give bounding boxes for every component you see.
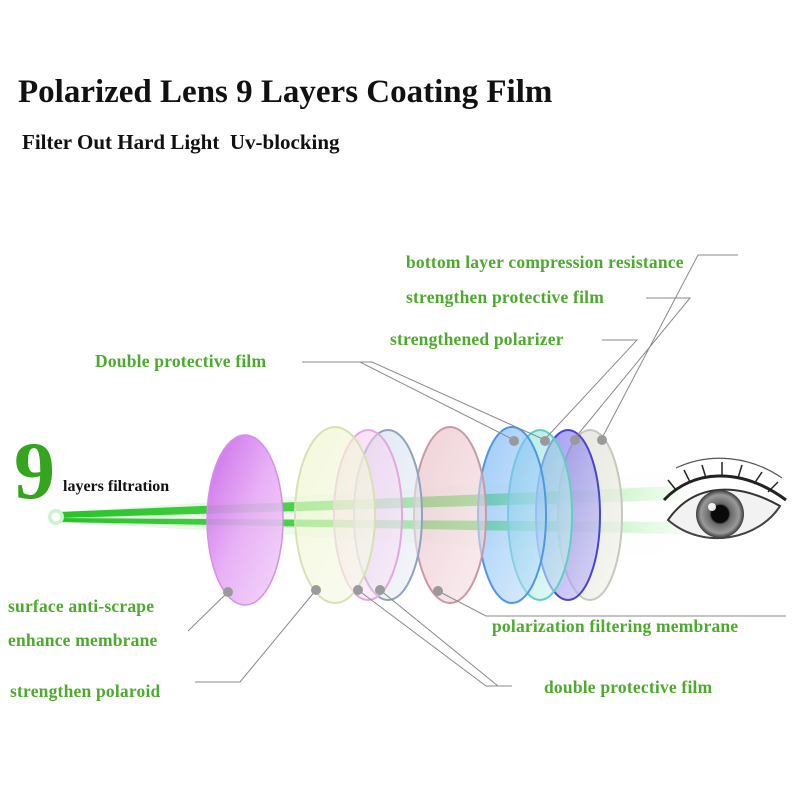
label-strengthen-protective-film: strengthen protective film [406,287,604,307]
label-surface-anti-scrape: surface anti-scrape [8,596,155,616]
page-subtitle: Filter Out Hard Light Uv-blocking [22,130,340,154]
page-title: Polarized Lens 9 Layers Coating Film [18,74,553,110]
layer-count-caption: layers filtration [63,478,170,495]
label-polarization-filtering-membrane: polarization filtering membrane [492,616,739,636]
leader-lines [187,254,786,687]
label-double-protective-film-top: Double protective film [95,351,267,371]
eye-icon [662,457,787,540]
label-bottom-layer: bottom layer compression resistance [406,252,684,272]
lens-layer-6 [477,426,547,604]
lens-layer-1 [206,434,284,606]
label-double-protective-film-bottom: double protective film [544,677,713,697]
light-source-icon [48,509,64,525]
label-strengthen-polaroid: strengthen polaroid [10,681,161,701]
lens-layer-5 [413,426,487,604]
lens-layer-2 [294,426,376,604]
label-enhance-membrane: enhance membrane [8,630,158,650]
leader-dots [223,435,607,597]
label-strengthened-polarizer: strengthened polarizer [390,329,564,349]
layer-count-number: 9 [14,425,55,516]
